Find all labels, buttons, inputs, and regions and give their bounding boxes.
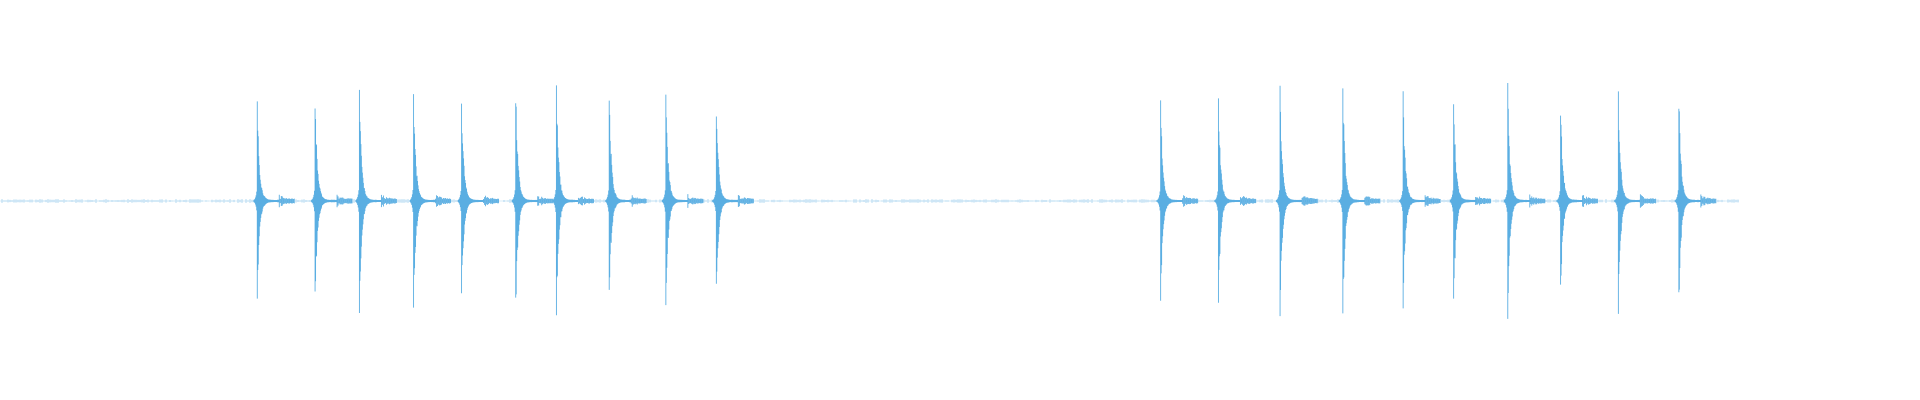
waveform-transient (511, 103, 554, 298)
waveform-transient (409, 94, 452, 308)
waveform-transient (1674, 108, 1717, 293)
waveform-transient (661, 94, 704, 306)
waveform-transient (712, 116, 754, 284)
waveform-transient (355, 89, 397, 314)
waveform-transients (253, 82, 1717, 319)
waveform-transient (1449, 104, 1492, 299)
waveform-transient (552, 85, 594, 316)
waveform-transient (1156, 100, 1199, 301)
waveform-transient (1214, 98, 1256, 303)
waveform-transient (1556, 115, 1599, 285)
waveform-transient (1276, 85, 1318, 317)
waveform-transient (311, 108, 353, 292)
waveform-transient (1503, 82, 1546, 319)
waveform-transient (1338, 88, 1381, 314)
waveform-transient (1614, 91, 1656, 314)
waveform-transient (253, 101, 295, 299)
waveform-transient (605, 100, 647, 290)
waveform-transient (457, 103, 500, 294)
waveform-transient (1399, 91, 1441, 309)
